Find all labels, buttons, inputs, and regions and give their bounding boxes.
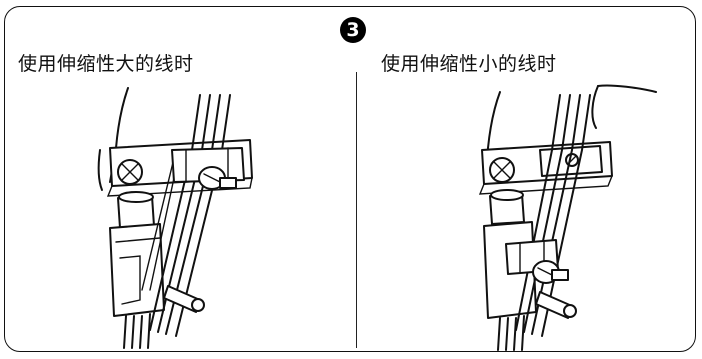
right-machine-head-outline (483, 84, 657, 183)
figure-frame (4, 6, 696, 352)
right-needle-threads (497, 315, 525, 351)
left-tension-post (109, 191, 165, 317)
panel-divider (356, 72, 358, 348)
right-thread-guide (505, 239, 569, 284)
step-number-badge: 3 (340, 17, 366, 43)
left-panel-caption: 使用伸缩性大的线时 (18, 53, 194, 75)
right-lower-arm (535, 291, 577, 319)
left-thread-guide (171, 147, 245, 190)
right-bracket-screw (489, 157, 515, 183)
right-panel-caption: 使用伸缩性小的线时 (381, 53, 557, 75)
left-lower-arm (163, 285, 205, 313)
left-bracket-screw (117, 159, 143, 185)
left-needle-threads (123, 313, 151, 349)
